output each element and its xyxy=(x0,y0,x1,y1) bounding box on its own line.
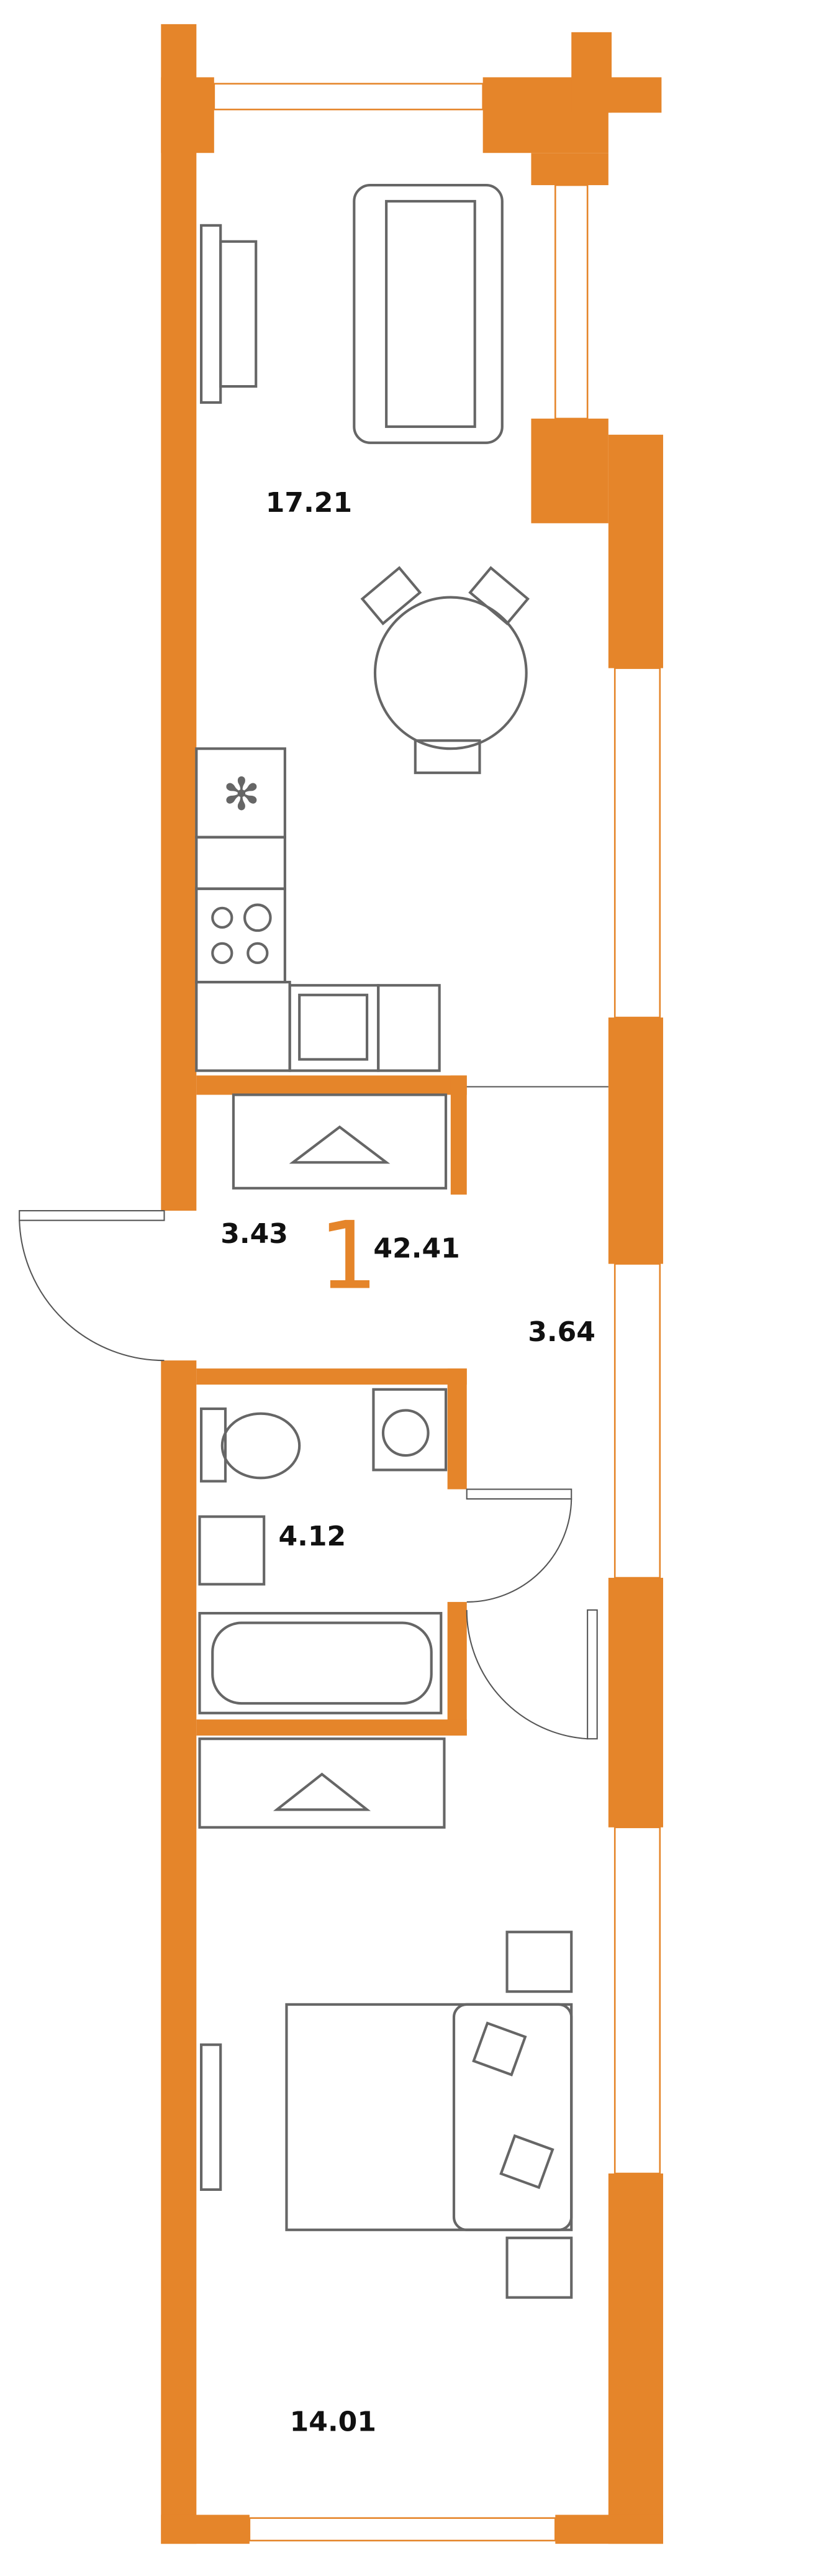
bed-icon xyxy=(285,2003,573,2231)
washbasin-icon xyxy=(198,1515,266,1586)
washing-machine-icon xyxy=(372,1388,448,1472)
area-total: 42.41 xyxy=(373,1232,459,1264)
windows xyxy=(213,83,661,2542)
stove-icon xyxy=(195,887,286,984)
walls xyxy=(161,24,663,2544)
area-living-kitchen: 17.21 xyxy=(266,487,352,519)
area-bedroom: 14.01 xyxy=(290,2406,376,2438)
furniture: ✻ xyxy=(195,183,573,2299)
tv-icon-2 xyxy=(200,2043,222,2191)
dining-table-icon xyxy=(360,566,530,775)
wardrobe-icon-2 xyxy=(198,1737,446,1829)
room-count: 1 xyxy=(319,1202,378,1311)
doors xyxy=(19,1086,609,1740)
area-hallway: 3.43 xyxy=(220,1218,288,1250)
area-corridor: 3.64 xyxy=(528,1316,595,1348)
svg-text:✻: ✻ xyxy=(222,770,260,820)
area-bathroom: 4.12 xyxy=(279,1521,346,1552)
fridge-icon: ✻ xyxy=(195,747,286,839)
tv-icon xyxy=(200,224,258,404)
wardrobe-icon xyxy=(232,1093,448,1190)
labels: 17.21 3.43 1 42.41 3.64 4.12 14.01 xyxy=(220,487,595,2438)
sofa-icon xyxy=(353,183,504,444)
bathtub-icon xyxy=(198,1611,443,1714)
toilet-icon xyxy=(200,1407,301,1483)
sink-icon xyxy=(288,984,380,1072)
